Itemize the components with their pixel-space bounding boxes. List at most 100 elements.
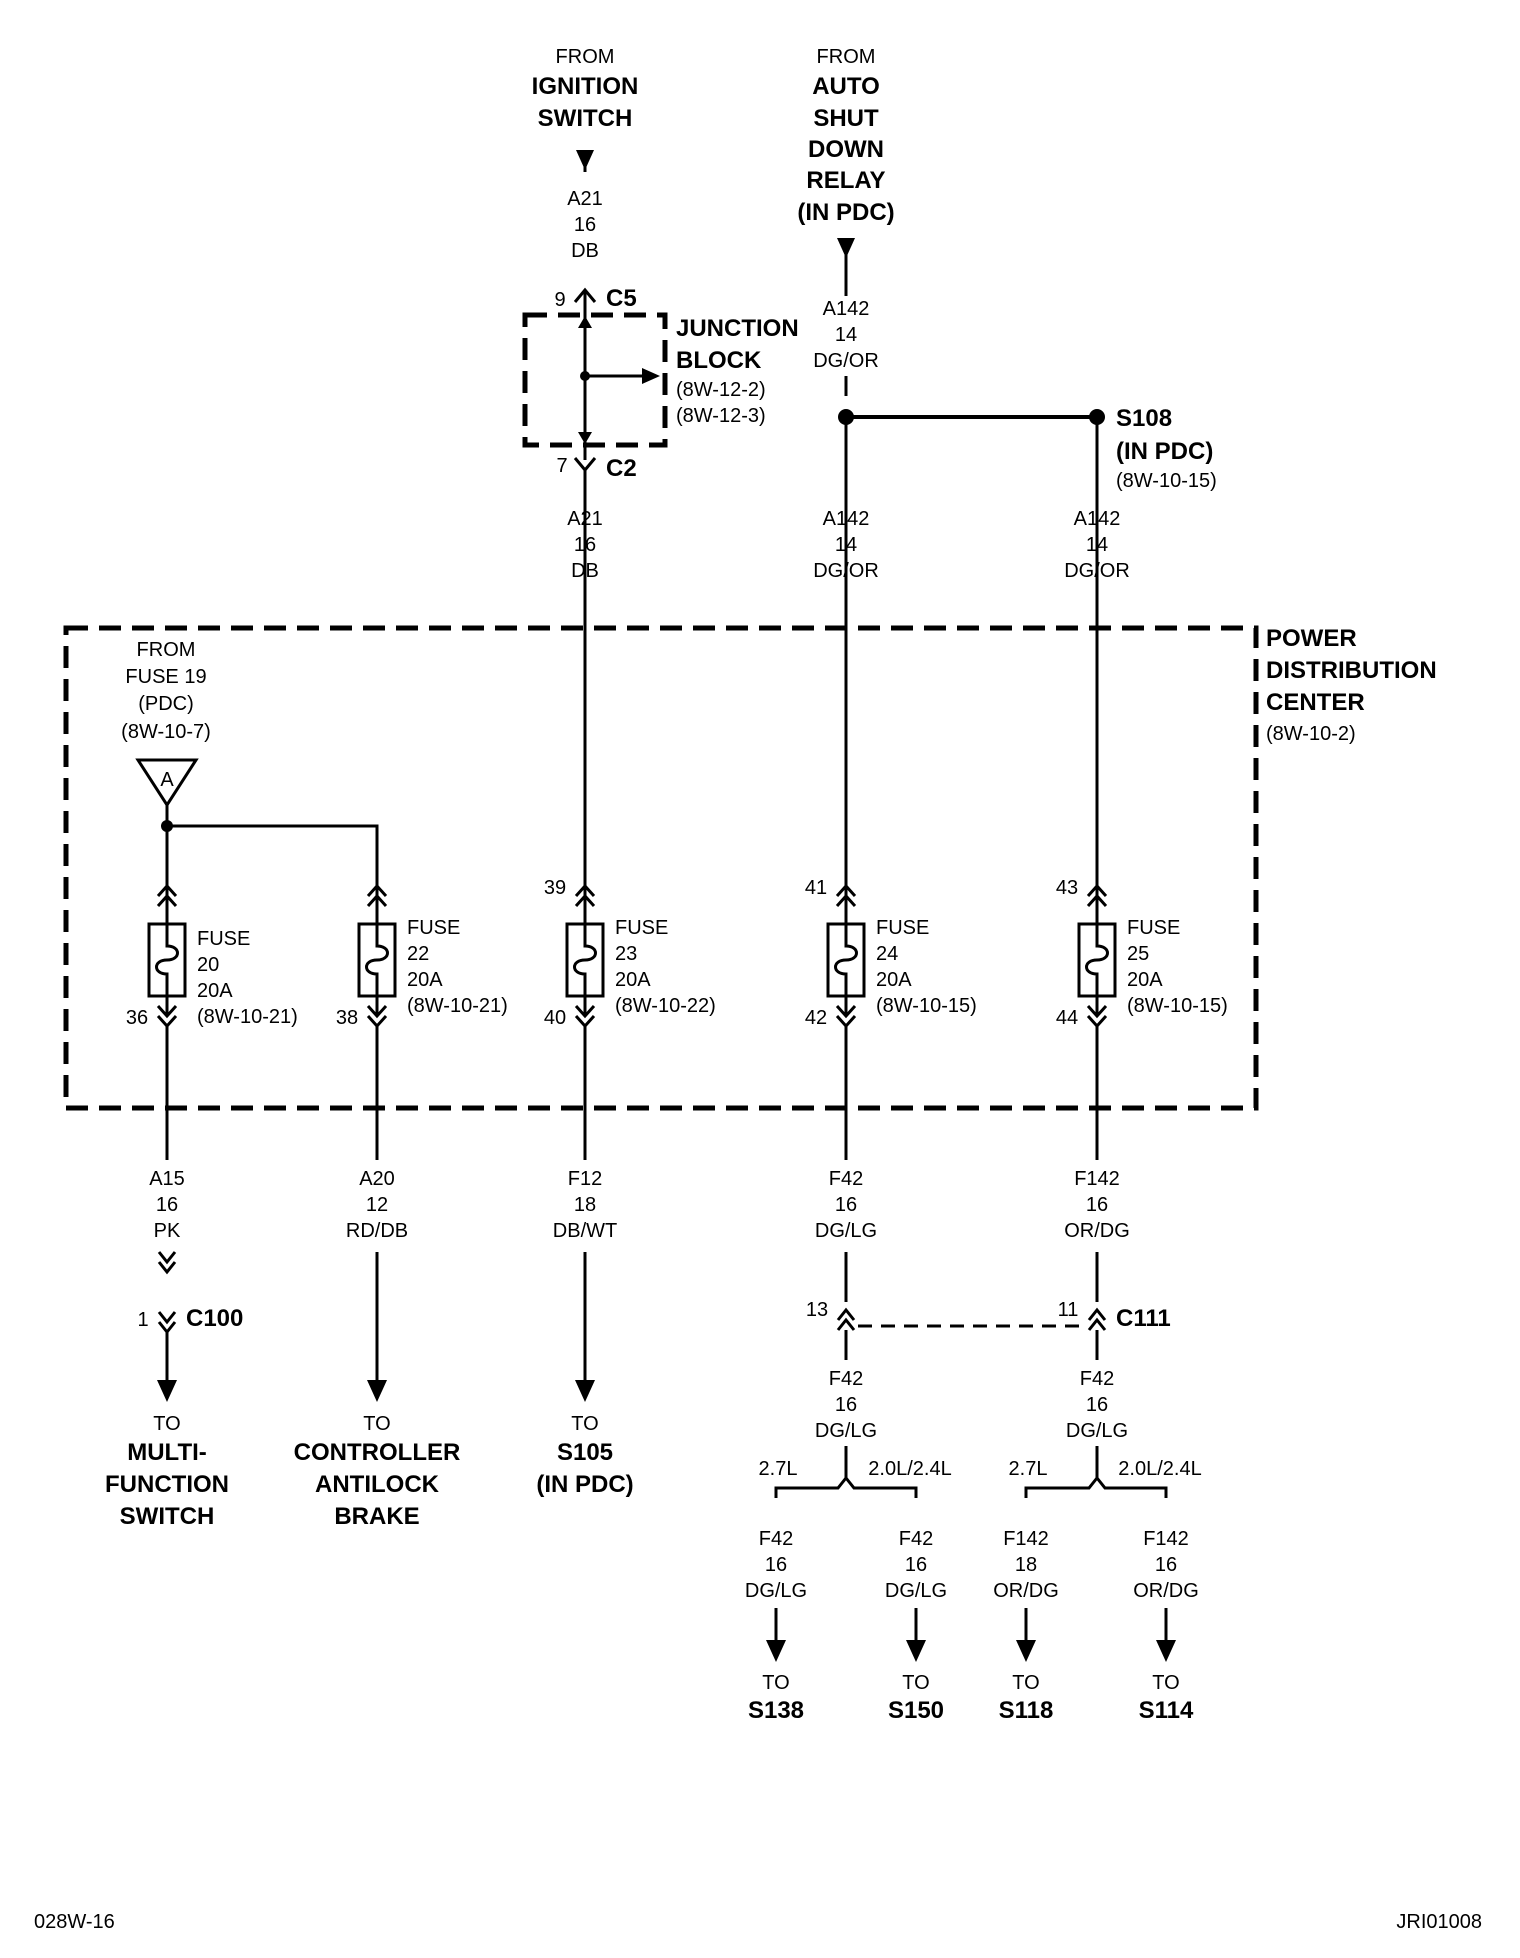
out-wire-color: OR/DG <box>1064 1220 1130 1242</box>
c100-mating-icon <box>157 1311 177 1335</box>
out-wire-gauge: 16 <box>156 1194 178 1216</box>
fuse-pin-out: 42 <box>805 1007 827 1029</box>
footer-left: 028W-16 <box>34 1911 115 1933</box>
s105-dest-2: (IN PDC) <box>536 1471 633 1498</box>
out-wire-id: A20 <box>359 1168 395 1190</box>
cab-dest-1: CONTROLLER <box>294 1439 461 1466</box>
junction-output-arrow-icon <box>642 368 660 384</box>
junction-arrow-down-icon <box>578 432 592 444</box>
s108-location: (IN PDC) <box>1116 438 1213 465</box>
mfs-arrow-icon <box>157 1380 177 1402</box>
fuse-pin-in: 39 <box>544 877 566 899</box>
fuse-input-terminal-icon <box>574 883 596 908</box>
fuse-ref: (8W-10-22) <box>615 995 716 1017</box>
mfs-dest-1: MULTI- <box>127 1439 207 1466</box>
fuse-element-icon <box>1085 924 1109 996</box>
fuse-number: 23 <box>615 943 637 965</box>
branch-wire-color: DG/LG <box>745 1580 807 1602</box>
branch-arrow-icon <box>1156 1640 1176 1662</box>
ignition-title-line1: IGNITION <box>532 73 639 100</box>
fuse-ref: (8W-10-15) <box>876 995 977 1017</box>
fuse-ref: (8W-10-21) <box>197 1006 298 1028</box>
fuse-pin-out: 40 <box>544 1007 566 1029</box>
fuse-label: FUSE <box>615 917 668 939</box>
ignition-wire-gauge: 16 <box>574 214 596 236</box>
fuse-amperage: 20A <box>1127 969 1163 991</box>
ignition-wire-color: DB <box>571 240 599 262</box>
fuse-element-icon <box>155 924 179 996</box>
fuse-number: 22 <box>407 943 429 965</box>
out-wire-gauge: 16 <box>835 1194 857 1216</box>
cab-dest-2: ANTILOCK <box>315 1471 440 1498</box>
fuse19-from: FROM <box>137 639 196 661</box>
cab-dest-3: BRAKE <box>334 1503 419 1530</box>
branch-to: TO <box>762 1672 789 1694</box>
branch-destination: S150 <box>888 1697 944 1724</box>
c111-name: C111 <box>1116 1305 1171 1332</box>
branch-wire-id: F42 <box>899 1528 933 1550</box>
c111-pin-left: 13 <box>806 1299 828 1321</box>
asd-title-line5: (IN PDC) <box>797 199 894 226</box>
asd-title-line2: SHUT <box>813 105 879 132</box>
c111-right-icon <box>1087 1307 1107 1331</box>
out-wire-id: A15 <box>149 1168 185 1190</box>
out-wire-id: F142 <box>1074 1168 1120 1190</box>
engine-split-wire <box>1024 1475 1168 1498</box>
ignition-from-label: FROM <box>556 46 615 68</box>
branch-arrow-icon <box>1016 1640 1036 1662</box>
out-wire-color: DG/LG <box>815 1220 877 1242</box>
c111-pin-right: 11 <box>1058 1299 1079 1321</box>
branch-wire-gauge: 16 <box>765 1554 787 1576</box>
c100-pin: 1 <box>137 1309 148 1331</box>
fuse-amperage: 20A <box>615 969 651 991</box>
fuse-input-terminal-icon <box>835 883 857 908</box>
out-wire-id: F42 <box>829 1168 863 1190</box>
out-wire-color: RD/DB <box>346 1220 408 1242</box>
after-c111-wire-color: DG/LG <box>815 1420 877 1442</box>
branch-wire-gauge: 18 <box>1015 1554 1037 1576</box>
fuse-input-terminal-icon <box>1086 883 1108 908</box>
fuse-pin-out: 44 <box>1056 1007 1078 1029</box>
fuse-label: FUSE <box>407 917 460 939</box>
fuse-pin-in: 43 <box>1056 877 1078 899</box>
after-c111-wire-id: F42 <box>829 1368 863 1390</box>
junction-block-title-2: BLOCK <box>676 347 762 374</box>
mfs-dest-3: SWITCH <box>120 1503 215 1530</box>
fuse-amperage: 20A <box>876 969 912 991</box>
junction-block-ref-1: (8W-12-2) <box>676 379 766 401</box>
c111-left-icon <box>836 1307 856 1331</box>
asd-title-line1: AUTO <box>812 73 880 100</box>
cab-to: TO <box>363 1413 390 1435</box>
fuse-input-terminal-icon <box>366 883 388 908</box>
engine-split-wire <box>774 1475 918 1498</box>
branch-wire-id: F142 <box>1143 1528 1189 1550</box>
branch-arrow-icon <box>906 1640 926 1662</box>
c100-connector-icon <box>157 1251 177 1275</box>
out-wire-color: PK <box>154 1220 181 1242</box>
junction-block-ref-2: (8W-12-3) <box>676 405 766 427</box>
fuse-number: 24 <box>876 943 898 965</box>
branch-wire-gauge: 16 <box>1155 1554 1177 1576</box>
branch-to: TO <box>1012 1672 1039 1694</box>
fuse-input-terminal-icon <box>156 883 178 908</box>
fuse-columns: 36FUSE2020A(8W-10-21)A1516PK38FUSE2220A(… <box>126 498 1228 1242</box>
fuse-amperage: 20A <box>407 969 443 991</box>
after-c111-wire-id: F42 <box>1080 1368 1114 1390</box>
fuse19-to-fuse22-wire <box>167 824 379 880</box>
ignition-title-line2: SWITCH <box>538 105 633 132</box>
cab-arrow-icon <box>367 1380 387 1402</box>
s105-dest-1: S105 <box>557 1439 613 1466</box>
engine-label-right: 2.0L/2.4L <box>868 1458 951 1480</box>
pdc-box <box>63 625 1259 1111</box>
c2-connector-name: C2 <box>606 455 637 482</box>
asd-wire-id: A142 <box>823 298 870 320</box>
s108-name: S108 <box>1116 405 1172 432</box>
branch-to: TO <box>1152 1672 1179 1694</box>
branch-to: TO <box>902 1672 929 1694</box>
fuse19-ref: (8W-10-7) <box>121 721 211 743</box>
fuse-ref: (8W-10-15) <box>1127 995 1228 1017</box>
branch-arrow-icon <box>766 1640 786 1662</box>
fuse-element-icon <box>834 924 858 996</box>
